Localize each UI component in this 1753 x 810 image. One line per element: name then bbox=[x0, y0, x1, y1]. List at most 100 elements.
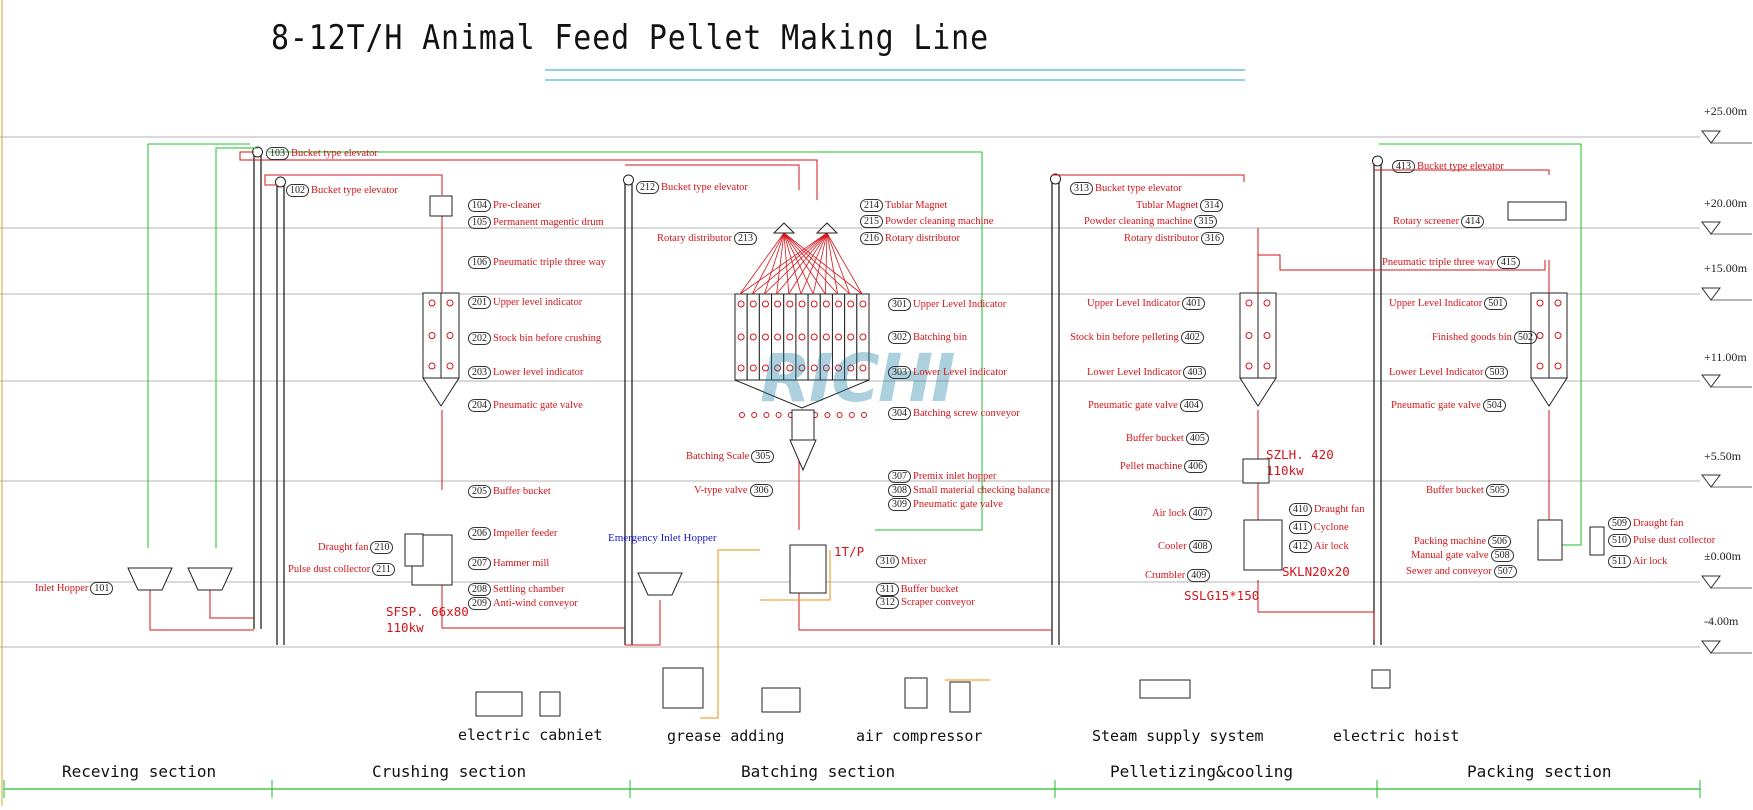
level-indicator bbox=[822, 333, 830, 341]
screw-conveyor bbox=[836, 412, 843, 418]
distribution-line bbox=[776, 232, 828, 295]
level-label: -4.00m bbox=[1704, 614, 1739, 628]
level-indicator bbox=[859, 333, 867, 341]
pulse-dust-collector bbox=[1589, 526, 1605, 556]
level-indicator bbox=[1536, 332, 1544, 339]
level-indicator bbox=[737, 364, 745, 372]
utility-label: grease adding bbox=[667, 727, 785, 745]
pulse-dust-collector-crushing bbox=[404, 533, 424, 567]
level-indicator bbox=[428, 362, 436, 370]
level-indicator bbox=[428, 332, 436, 339]
level-label: +11.00m bbox=[1704, 350, 1747, 364]
elevation-marker bbox=[1701, 130, 1721, 144]
process-line bbox=[441, 580, 625, 629]
oil-line bbox=[700, 549, 760, 719]
distribution-line bbox=[764, 232, 828, 295]
level-indicator bbox=[1554, 362, 1562, 370]
distribution-line bbox=[788, 232, 828, 295]
level-indicator bbox=[810, 364, 818, 372]
process-line bbox=[1257, 580, 1375, 640]
process-line bbox=[209, 590, 254, 619]
level-indicator bbox=[798, 364, 806, 372]
air-receiver-icon bbox=[904, 677, 928, 709]
bin-hopper bbox=[1530, 377, 1568, 407]
air-line bbox=[875, 152, 983, 531]
level-indicator bbox=[1536, 362, 1544, 370]
level-indicator bbox=[428, 299, 436, 307]
level-indicator bbox=[810, 300, 818, 308]
level-indicator bbox=[847, 364, 855, 372]
level-indicator bbox=[1245, 299, 1253, 307]
screw-conveyor bbox=[848, 412, 855, 418]
level-indicator bbox=[786, 333, 794, 341]
section-label: Batching section bbox=[741, 762, 896, 781]
section-label: Crushing section bbox=[372, 762, 527, 781]
distribution-line bbox=[783, 232, 826, 295]
level-indicator bbox=[835, 300, 843, 308]
process-line bbox=[1258, 254, 1546, 271]
screw-conveyor bbox=[763, 412, 770, 418]
level-indicator bbox=[1263, 332, 1271, 339]
level-indicator bbox=[749, 364, 757, 372]
level-indicator bbox=[1554, 332, 1562, 339]
level-indicator bbox=[822, 364, 830, 372]
batching-scale-hopper bbox=[789, 439, 817, 472]
section-label: Packing section bbox=[1467, 762, 1612, 781]
elevation-marker bbox=[1701, 640, 1721, 654]
air-line bbox=[147, 143, 250, 548]
level-indicator bbox=[798, 333, 806, 341]
process-line bbox=[264, 174, 443, 195]
level-label: +15.00m bbox=[1704, 261, 1748, 275]
electric-cabinet-icon bbox=[539, 691, 561, 717]
level-indicator bbox=[761, 300, 769, 308]
level-label: +25.00m bbox=[1704, 104, 1748, 118]
utility-label: electric hoist bbox=[1333, 727, 1460, 745]
distribution-line bbox=[751, 232, 785, 295]
crumbler-model: SSLG15*150 bbox=[1184, 588, 1260, 603]
distribution-line bbox=[783, 232, 802, 295]
level-indicator bbox=[810, 333, 818, 341]
distribution-line bbox=[783, 232, 838, 295]
rotary-distributor bbox=[815, 222, 839, 234]
level-indicator bbox=[859, 364, 867, 372]
level-indicator bbox=[847, 300, 855, 308]
distribution-line bbox=[783, 232, 790, 295]
level-indicator bbox=[774, 333, 782, 341]
screw-conveyor bbox=[751, 412, 758, 418]
process-line bbox=[625, 164, 800, 190]
process-line bbox=[149, 590, 254, 631]
packing-machine bbox=[1537, 519, 1563, 561]
distribution-line bbox=[826, 232, 863, 295]
level-indicator bbox=[1263, 362, 1271, 370]
elevation-marker bbox=[1701, 374, 1721, 388]
level-label: +5.50m bbox=[1704, 449, 1742, 463]
distribution-line bbox=[783, 232, 814, 295]
